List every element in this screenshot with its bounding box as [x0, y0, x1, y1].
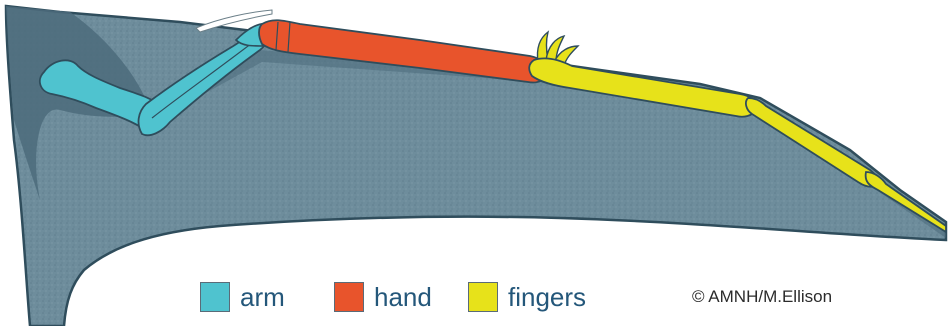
arm-swatch [200, 282, 230, 312]
hand-swatch [334, 282, 364, 312]
legend-label-arm: arm [240, 282, 285, 312]
legend-item-fingers: fingers [468, 280, 586, 314]
legend-label-fingers: fingers [508, 282, 586, 312]
legend-label-hand: hand [374, 282, 432, 312]
image-credit: © AMNH/M.Ellison [692, 286, 832, 308]
legend-item-hand: hand [334, 280, 432, 314]
legend-item-arm: arm [200, 280, 285, 314]
fingers-swatch [468, 282, 498, 312]
